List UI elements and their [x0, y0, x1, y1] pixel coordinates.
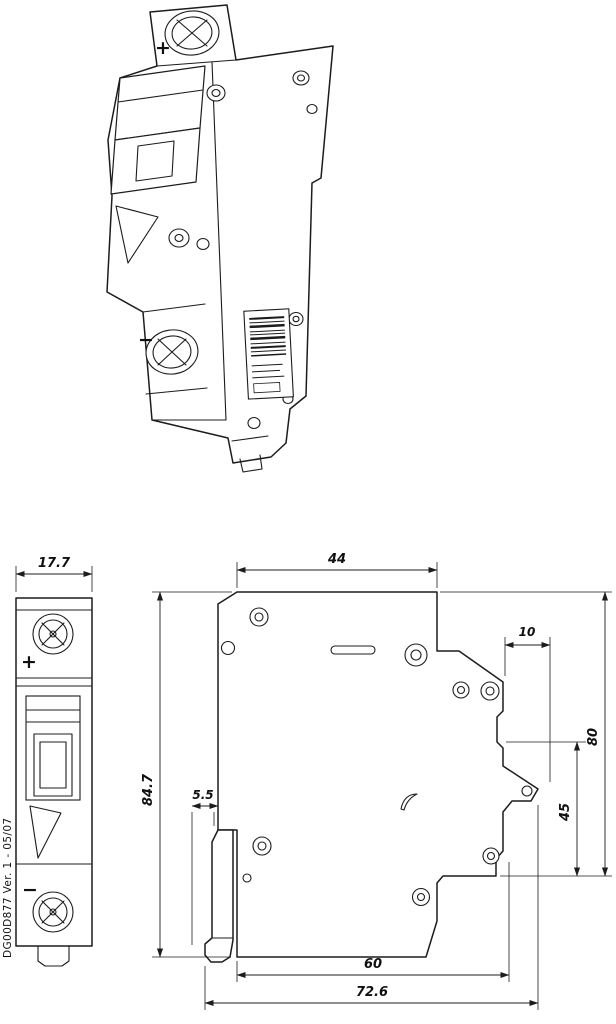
label-text-lines — [251, 363, 285, 394]
dim-60: 60 — [364, 957, 382, 972]
front-view: + − DG00D877 Ver. 1 - 05/07 — [2, 597, 93, 967]
iso-minus-marking: − — [138, 329, 154, 351]
iso-plus-marking: + — [155, 37, 171, 59]
front-bottom-screw — [32, 891, 74, 933]
arrow-marking-front — [29, 805, 62, 859]
dimension-overall-height: 84.7 — [141, 591, 232, 958]
top-terminal-screw — [164, 10, 220, 56]
front-clip-tab — [37, 945, 70, 967]
front-minus-marking: − — [22, 879, 38, 901]
dim-80: 80 — [586, 728, 601, 746]
isometric-view: + — [106, 4, 334, 473]
dim-10: 10 — [519, 625, 536, 639]
dim-17-7: 17.7 — [38, 556, 71, 571]
dimension-right-height: 80 — [440, 591, 612, 877]
front-toggle — [25, 695, 81, 801]
din-clip-side — [204, 829, 234, 963]
dimension-overall-width: 72.6 — [204, 805, 539, 1010]
front-width-dimension: 17.7 — [15, 556, 93, 592]
dimension-lower-right-height: 45 — [500, 741, 612, 877]
dimension-top-width: 44 — [236, 552, 438, 588]
dimension-clip-offset: 5.5 — [191, 788, 219, 945]
document-reference: DG00D877 Ver. 1 - 05/07 — [2, 817, 14, 958]
dim-44: 44 — [327, 552, 346, 567]
front-top-screw — [32, 613, 74, 655]
side-holes — [220, 607, 533, 907]
front-plus-marking: + — [21, 651, 37, 673]
dim-5-5: 5.5 — [192, 788, 213, 802]
din-clip-iso — [231, 435, 269, 473]
arrow-marking-iso — [115, 205, 159, 264]
toggle-lever-iso — [110, 65, 206, 195]
dim-45: 45 — [558, 803, 573, 822]
dimension-bottom-width: 60 — [236, 862, 510, 982]
side-view — [204, 591, 539, 963]
barcode — [249, 316, 287, 357]
bottom-terminal-screw — [145, 329, 199, 375]
dimension-latch-depth: 10 — [504, 625, 551, 782]
side-body-profile — [217, 591, 539, 958]
product-label — [243, 308, 294, 400]
dim-84-7: 84.7 — [141, 773, 156, 806]
dim-72-6: 72.6 — [356, 985, 388, 1000]
